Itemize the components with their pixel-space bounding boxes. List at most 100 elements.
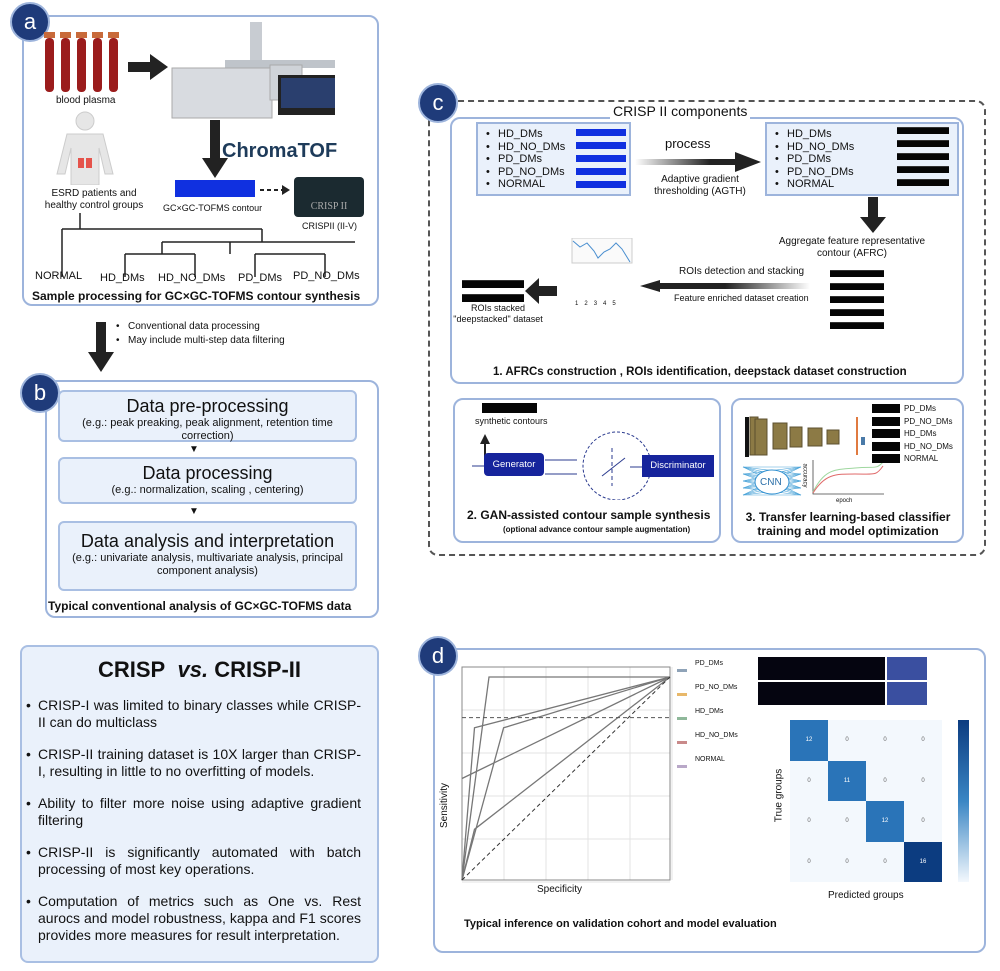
legend-swatch xyxy=(677,669,687,672)
tube xyxy=(109,38,118,92)
roc-plot xyxy=(461,666,673,883)
contour-image xyxy=(175,180,255,197)
chance-line xyxy=(461,676,671,881)
synthetic-contour-image xyxy=(482,403,537,413)
class-item: PD_DMs xyxy=(486,153,565,166)
comparison-bullet: CRISP-II training dataset is 10X larger … xyxy=(26,746,361,780)
step-title: Data processing xyxy=(142,463,273,483)
legend-label: PD_DMs xyxy=(695,660,724,667)
tube-cap xyxy=(60,32,71,38)
roi-index-labels: 12345 xyxy=(575,301,622,307)
crisp-logo: CRISP II xyxy=(294,177,364,217)
group-tree xyxy=(61,213,355,277)
group-normal: NORMAL xyxy=(35,270,83,282)
group-hd-dms: HD_DMs xyxy=(100,272,145,284)
comparison-box: CRISP vs. CRISP-II CRISP-I was limited t… xyxy=(20,645,379,963)
afrc-label: Aggregate feature representative contour… xyxy=(778,236,926,259)
panel-a-caption: Sample processing for GC×GC-TOFMS contou… xyxy=(32,289,361,303)
legend-label: PD_NO_DMs xyxy=(695,684,738,691)
title-crisp: CRISP xyxy=(98,657,166,682)
legend-swatch xyxy=(677,693,687,696)
matrix-cell: 0 xyxy=(866,841,904,882)
output-class: HD_NO_DMs xyxy=(904,441,953,451)
roi-index: 2 xyxy=(584,301,594,307)
cnn-label: CNN xyxy=(760,477,782,488)
roc-curve xyxy=(461,676,671,780)
matrix-cell: 16 xyxy=(904,841,942,882)
colorbar xyxy=(958,720,969,882)
thresholded-contour-images xyxy=(897,127,949,192)
thresholded-contours-box: HD_DMs HD_NO_DMs PD_DMs PD_NO_DMs NORMAL xyxy=(765,122,959,196)
step-processing: Data processing (e.g.: normalization, sc… xyxy=(58,457,357,504)
matrix-cell: 11 xyxy=(828,760,866,801)
roi-stacking-diagram xyxy=(571,238,633,264)
class-item: HD_NO_DMs xyxy=(775,141,957,154)
class-item: PD_NO_DMs xyxy=(775,166,957,179)
output-class: HD_DMs xyxy=(904,429,937,438)
matrix-cell: 0 xyxy=(866,760,904,801)
chromatof-logo: ChromaTOF xyxy=(222,140,338,162)
gc-instrument-icon xyxy=(171,22,335,119)
step-title: Data pre-processing xyxy=(126,396,289,416)
title-crisp-ii: CRISP-II xyxy=(214,657,301,682)
matrix-cell: 0 xyxy=(790,801,828,842)
accuracy-label: accuracy xyxy=(801,463,808,488)
step-detail: (e.g.: normalization, scaling , centerin… xyxy=(111,484,304,496)
epoch-label: epoch xyxy=(836,498,853,504)
transition-bullet: May include multi-step data filtering xyxy=(116,334,285,348)
raw-contour-images xyxy=(576,129,626,194)
dashed-arrow-icon xyxy=(260,185,290,195)
comparison-bullet: CRISP-I was limited to binary classes wh… xyxy=(26,697,361,731)
badge-d: d xyxy=(418,636,458,676)
legend-label: NORMAL xyxy=(695,756,725,763)
class-item: NORMAL xyxy=(775,178,957,191)
group-pd-dms: PD_DMs xyxy=(238,272,283,284)
matrix-cell: 0 xyxy=(828,720,866,761)
deepstacked-label: ROIs stacked "deepstacked" dataset xyxy=(453,303,543,324)
roc-curve xyxy=(461,676,671,881)
arrow-right-icon xyxy=(128,54,168,80)
matrix-cell: 0 xyxy=(790,841,828,882)
matrix-xlabel: Predicted groups xyxy=(828,890,904,901)
tube xyxy=(61,38,70,92)
output-class: PD_DMs xyxy=(904,404,937,413)
plot-frame xyxy=(461,666,671,881)
roi-index: 3 xyxy=(593,301,604,307)
legend-item: HD_NO_DMs xyxy=(675,732,738,756)
legend-item: NORMAL xyxy=(675,756,738,780)
output-class: PD_NO_DMs xyxy=(904,416,953,426)
roi-index: 4 xyxy=(603,301,613,307)
legend-swatch xyxy=(677,741,687,744)
matrix-cell: 12 xyxy=(790,720,828,761)
arrow-left-icon xyxy=(525,278,557,304)
roc-ylabel: Sensitivity xyxy=(439,782,451,829)
crisp-label: CRISPII (II-V) xyxy=(302,221,358,231)
transition-bullets: Conventional data processing May include… xyxy=(116,320,285,348)
generator-block: Generator xyxy=(484,453,544,476)
deepstacked-images xyxy=(462,280,524,308)
panel-c xyxy=(428,100,986,556)
process-label: process xyxy=(665,136,711,151)
synthetic-label: synthetic contours xyxy=(475,416,548,426)
panel-d-caption: Typical inference on validation cohort a… xyxy=(464,918,777,930)
legend-swatch xyxy=(677,717,687,720)
tube-cap xyxy=(76,32,87,38)
agth-label: Adaptive gradient thresholding (AGTH) xyxy=(654,174,746,197)
comparison-bullets: CRISP-I was limited to binary classes wh… xyxy=(26,697,361,944)
output-class: NORMAL xyxy=(904,454,939,463)
blood-plasma-label: blood plasma xyxy=(56,95,116,106)
legend-item: PD_DMs xyxy=(675,660,738,684)
arrow-down-icon xyxy=(88,322,114,372)
class-item: PD_NO_DMs xyxy=(486,166,565,179)
matrix-cell: 0 xyxy=(904,801,942,842)
matrix-cell: 0 xyxy=(866,720,904,761)
roc-curve xyxy=(461,676,671,881)
contour-label: GC×GC-TOFMS contour xyxy=(163,203,263,213)
section-2-subtitle: (optional advance contour sample augment… xyxy=(503,525,691,534)
tube xyxy=(77,38,86,92)
matrix-cell: 0 xyxy=(904,720,942,761)
cnn-architecture-icon xyxy=(742,416,865,496)
blood-tubes-icon xyxy=(44,32,119,92)
matrix-cell: 0 xyxy=(828,841,866,882)
